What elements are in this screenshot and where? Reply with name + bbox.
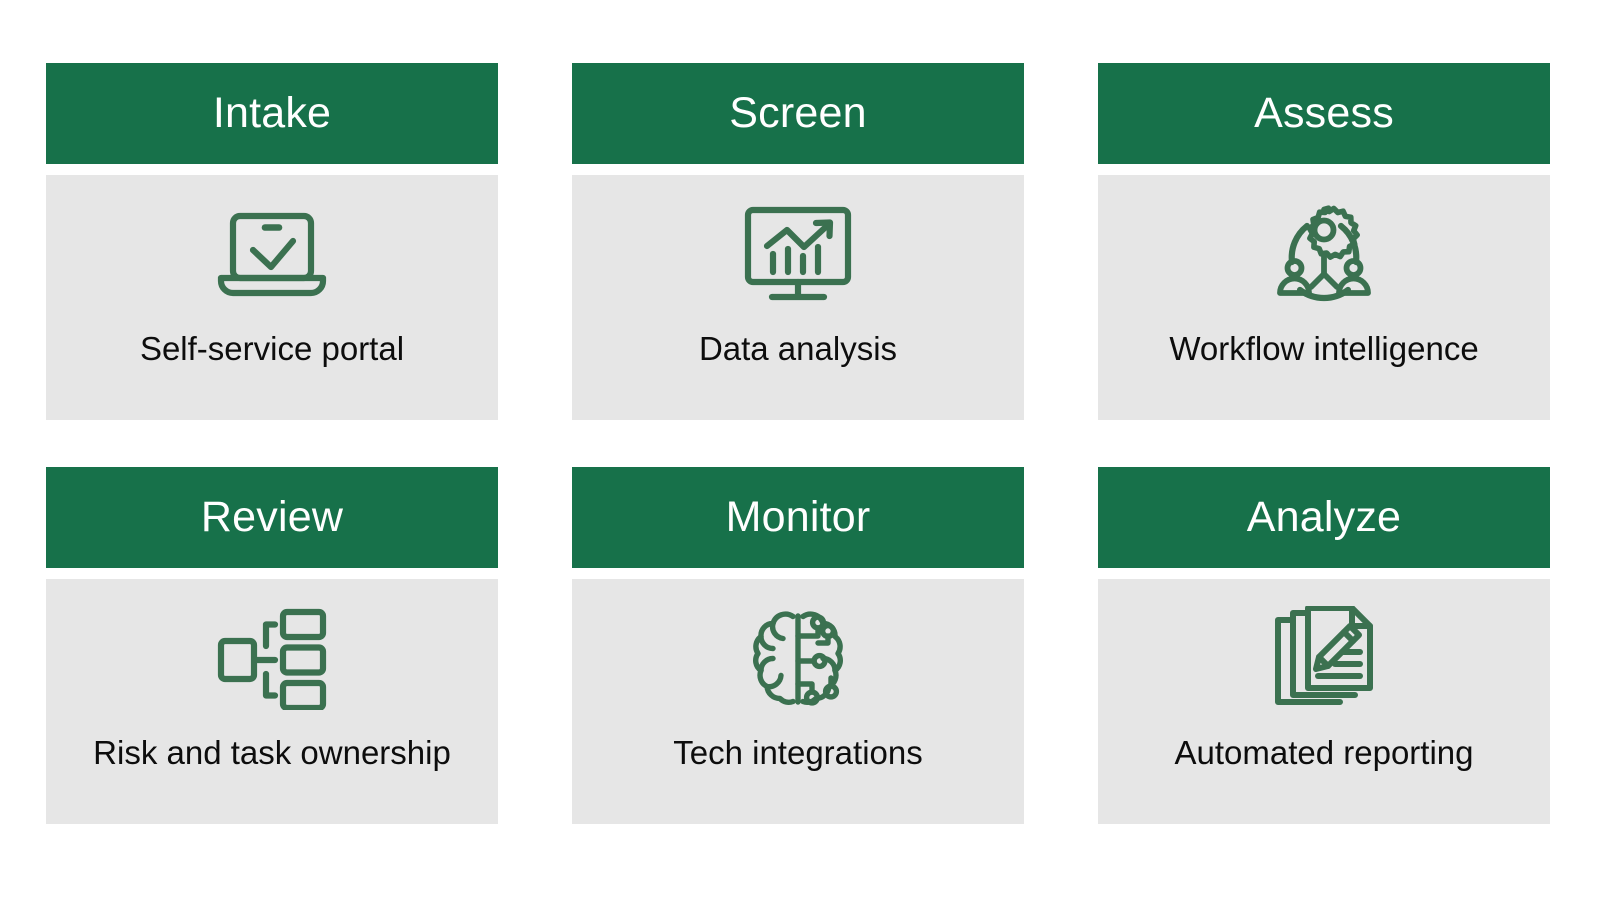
stage-card-intake[interactable]: Intake Self-service portal xyxy=(46,63,498,420)
stage-card-analyze[interactable]: Analyze Automated reporting xyxy=(1098,467,1550,824)
stage-header-assess: Assess xyxy=(1098,63,1550,164)
stage-card-review[interactable]: Review Risk and task ownership xyxy=(46,467,498,824)
stage-body-analyze: Automated reporting xyxy=(1098,579,1550,824)
stage-card-monitor[interactable]: Monitor xyxy=(572,467,1024,824)
stage-body-screen: Data analysis xyxy=(572,175,1024,420)
stage-header-screen: Screen xyxy=(572,63,1024,164)
stage-caption: Tech integrations xyxy=(673,734,923,771)
process-stage-grid: Intake Self-service portal Screen xyxy=(46,63,1554,824)
monitor-chart-icon xyxy=(741,202,855,306)
hierarchy-boxes-icon xyxy=(216,606,328,710)
documents-pencil-icon xyxy=(1270,606,1378,710)
stage-title: Screen xyxy=(729,89,867,137)
stage-header-intake: Intake xyxy=(46,63,498,164)
stage-caption: Data analysis xyxy=(698,330,898,367)
laptop-check-icon xyxy=(213,202,331,306)
stage-header-analyze: Analyze xyxy=(1098,467,1550,568)
stage-title: Assess xyxy=(1254,89,1394,137)
stage-body-assess: Workflow intelligence xyxy=(1098,175,1550,420)
stage-header-monitor: Monitor xyxy=(572,467,1024,568)
stage-title: Review xyxy=(200,493,344,541)
stage-card-screen[interactable]: Screen Data analysis xyxy=(572,63,1024,420)
stage-body-intake: Self-service portal xyxy=(46,175,498,420)
stage-header-review: Review xyxy=(46,467,498,568)
stage-title: Intake xyxy=(212,89,332,137)
gear-people-network-icon xyxy=(1268,202,1380,306)
stage-title: Monitor xyxy=(725,493,871,541)
stage-title: Analyze xyxy=(1246,493,1402,541)
stage-caption: Self-service portal xyxy=(139,330,405,367)
stage-body-review: Risk and task ownership xyxy=(46,579,498,824)
stage-caption: Workflow intelligence xyxy=(1169,330,1479,367)
brain-circuit-icon xyxy=(746,606,850,710)
stage-body-monitor: Tech integrations xyxy=(572,579,1024,824)
stage-caption: Risk and task ownership xyxy=(93,734,451,771)
stage-card-assess[interactable]: Assess Workflow inte xyxy=(1098,63,1550,420)
stage-caption: Automated reporting xyxy=(1174,734,1474,771)
